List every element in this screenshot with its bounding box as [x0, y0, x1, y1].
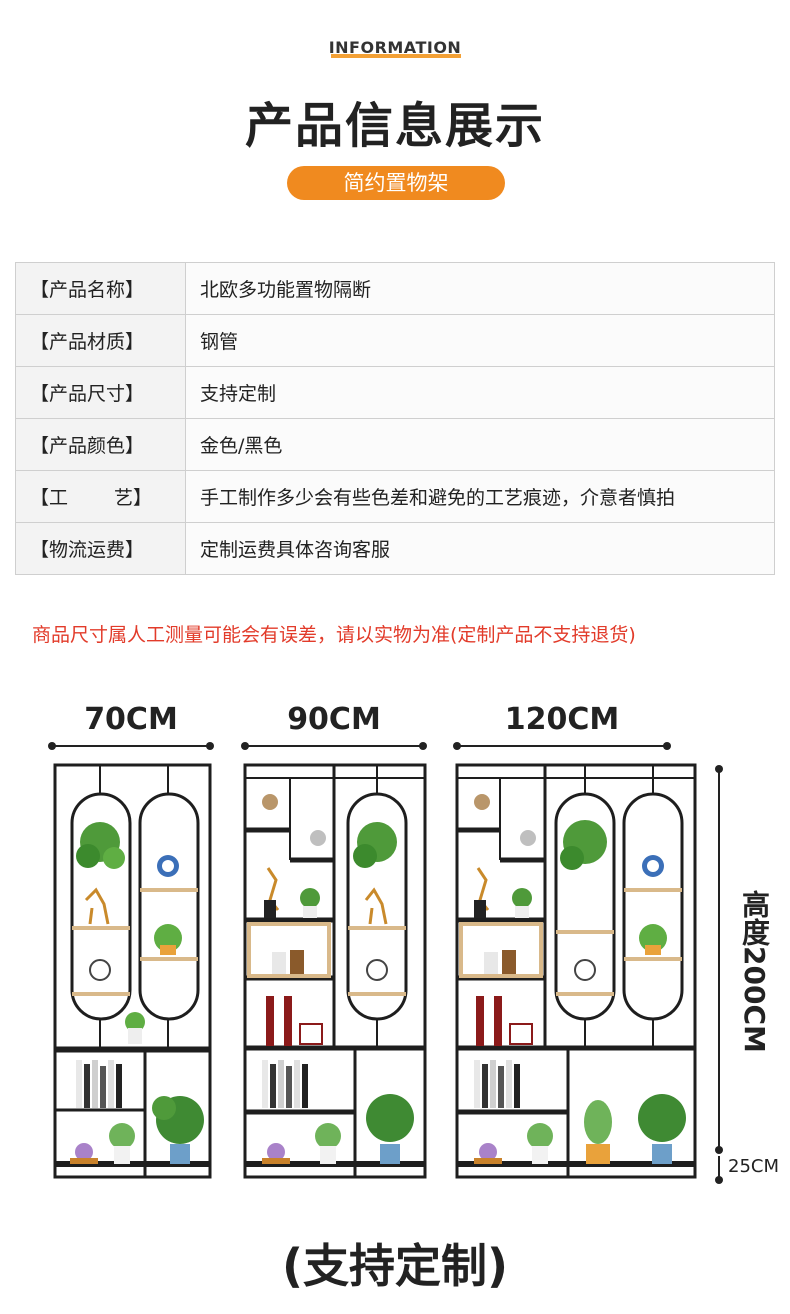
shelf-90cm-boards — [247, 922, 406, 996]
base-height-label: 25CM — [728, 1156, 780, 1177]
shelf-70cm — [53, 763, 212, 1179]
height-label: 高度200CM — [738, 890, 771, 1053]
jar-icon — [290, 950, 304, 974]
vase-icon — [310, 830, 326, 846]
spec-key: 【工 艺】 — [15, 470, 186, 523]
ornament-icon — [262, 794, 278, 810]
category-badge: 简约置物架 — [287, 166, 505, 200]
width-label-90: 90CM — [287, 702, 381, 737]
clock-icon — [89, 959, 111, 981]
eyebrow-label: INFORMATION — [328, 38, 462, 57]
plant-icon — [512, 888, 532, 908]
flower-icon — [75, 1143, 93, 1161]
spec-key: 【物流运费】 — [15, 522, 186, 575]
shelf-70cm-boards — [72, 888, 198, 996]
width-line-90 — [241, 742, 427, 750]
plant-icon — [109, 1123, 135, 1149]
spec-value: 金色/黑色 — [185, 418, 775, 471]
width-line-70 — [48, 742, 214, 750]
book-icon — [474, 1060, 480, 1108]
vase-icon — [520, 830, 536, 846]
spec-row: 【产品材质】 钢管 — [15, 314, 775, 367]
plant-icon — [584, 1100, 612, 1144]
shelf-120cm-decor — [474, 794, 686, 1164]
spec-key-right: 艺】 — [113, 487, 152, 509]
spec-key: 【产品颜色】 — [15, 418, 186, 471]
spec-row: 【产品名称】 北欧多功能置物隔断 — [15, 262, 775, 315]
spec-key: 【产品材质】 — [15, 314, 186, 367]
width-label-70: 70CM — [84, 702, 178, 737]
width-line-120 — [453, 742, 671, 750]
clock-icon — [366, 959, 388, 981]
page-title: 产品信息展示 — [244, 98, 545, 154]
shelf-70cm-decor — [70, 822, 204, 1164]
plant-icon — [315, 1123, 341, 1149]
shelf-90cm-decor — [262, 794, 414, 1164]
plant-icon — [300, 888, 320, 908]
deer-icon — [84, 887, 110, 925]
jar-icon — [502, 950, 516, 974]
plant-icon — [638, 1094, 686, 1142]
base-line — [718, 1156, 720, 1180]
spec-table: 【产品名称】 北欧多功能置物隔断 【产品材质】 钢管 【产品尺寸】 支持定制 【… — [15, 262, 775, 575]
plant-icon — [125, 1012, 145, 1032]
spec-value: 定制运费具体咨询客服 — [185, 522, 775, 575]
spec-row: 【产品尺寸】 支持定制 — [15, 366, 775, 419]
plant-icon — [366, 1094, 414, 1142]
spec-row: 【工 艺】 手工制作多少会有些色差和避免的工艺痕迹，介意者慎拍 — [15, 470, 775, 523]
height-line-bottom-dot — [715, 1146, 723, 1154]
spec-value: 钢管 — [185, 314, 775, 367]
clock-icon — [574, 959, 596, 981]
spec-value: 手工制作多少会有些色差和避免的工艺痕迹，介意者慎拍 — [185, 470, 775, 523]
width-label-120: 120CM — [504, 702, 620, 737]
book-icon — [262, 1060, 268, 1108]
flower-icon — [479, 1143, 497, 1161]
plant-icon — [527, 1123, 553, 1149]
disclaimer-notice: 商品尺寸属人工测量可能会有误差，请以实物为准(定制产品不支持退货) — [32, 624, 636, 646]
spec-value: 北欧多功能置物隔断 — [185, 262, 775, 315]
spec-key-left: 【工 — [30, 487, 69, 509]
spec-row: 【产品颜色】 金色/黑色 — [15, 418, 775, 471]
height-line — [718, 768, 720, 1148]
spec-key: 【产品尺寸】 — [15, 366, 186, 419]
spec-value: 支持定制 — [185, 366, 775, 419]
flower-icon — [267, 1143, 285, 1161]
height-line-top-dot — [715, 765, 723, 773]
ornament-icon — [474, 794, 490, 810]
deer-icon — [364, 887, 388, 925]
custom-caption: (支持定制) — [281, 1239, 509, 1293]
base-line-bottom-dot — [715, 1176, 723, 1184]
wine-bottle-icon — [266, 996, 274, 1046]
spec-key: 【产品名称】 — [15, 262, 186, 315]
book-icon — [76, 1060, 82, 1108]
wine-bottle-icon — [476, 996, 484, 1046]
shelf-120cm-boards — [459, 888, 682, 996]
eyebrow-underline — [331, 54, 461, 58]
spec-row: 【物流运费】 定制运费具体咨询客服 — [15, 522, 775, 575]
